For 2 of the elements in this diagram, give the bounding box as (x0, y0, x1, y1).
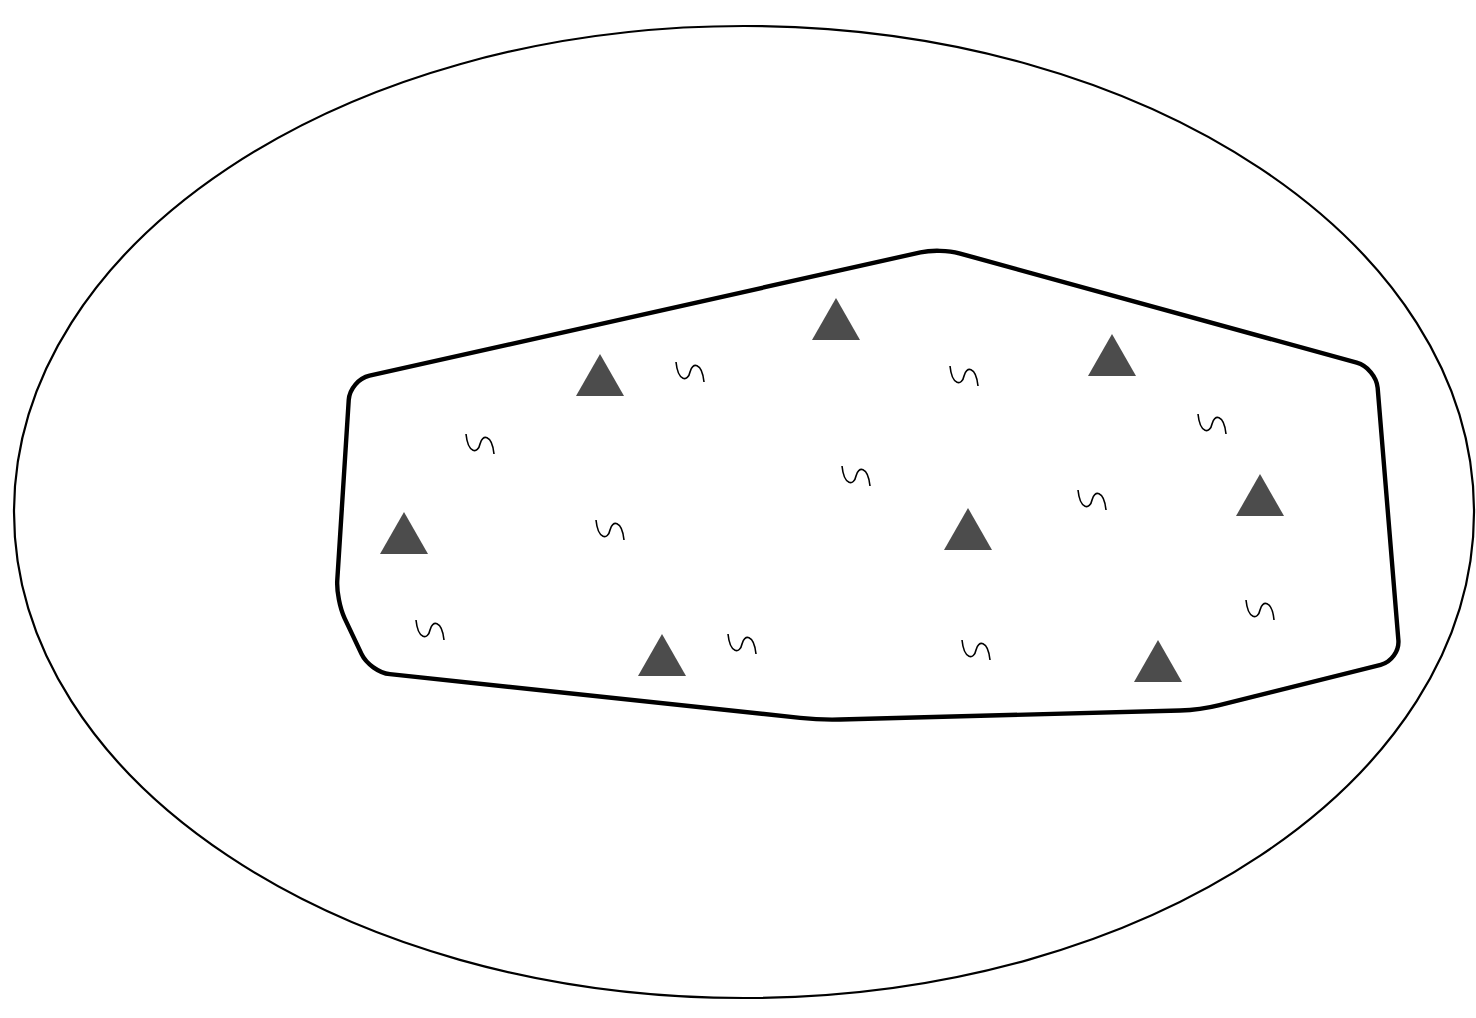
oval-outline (12, 24, 1476, 1000)
region-outline (335, 248, 1401, 722)
